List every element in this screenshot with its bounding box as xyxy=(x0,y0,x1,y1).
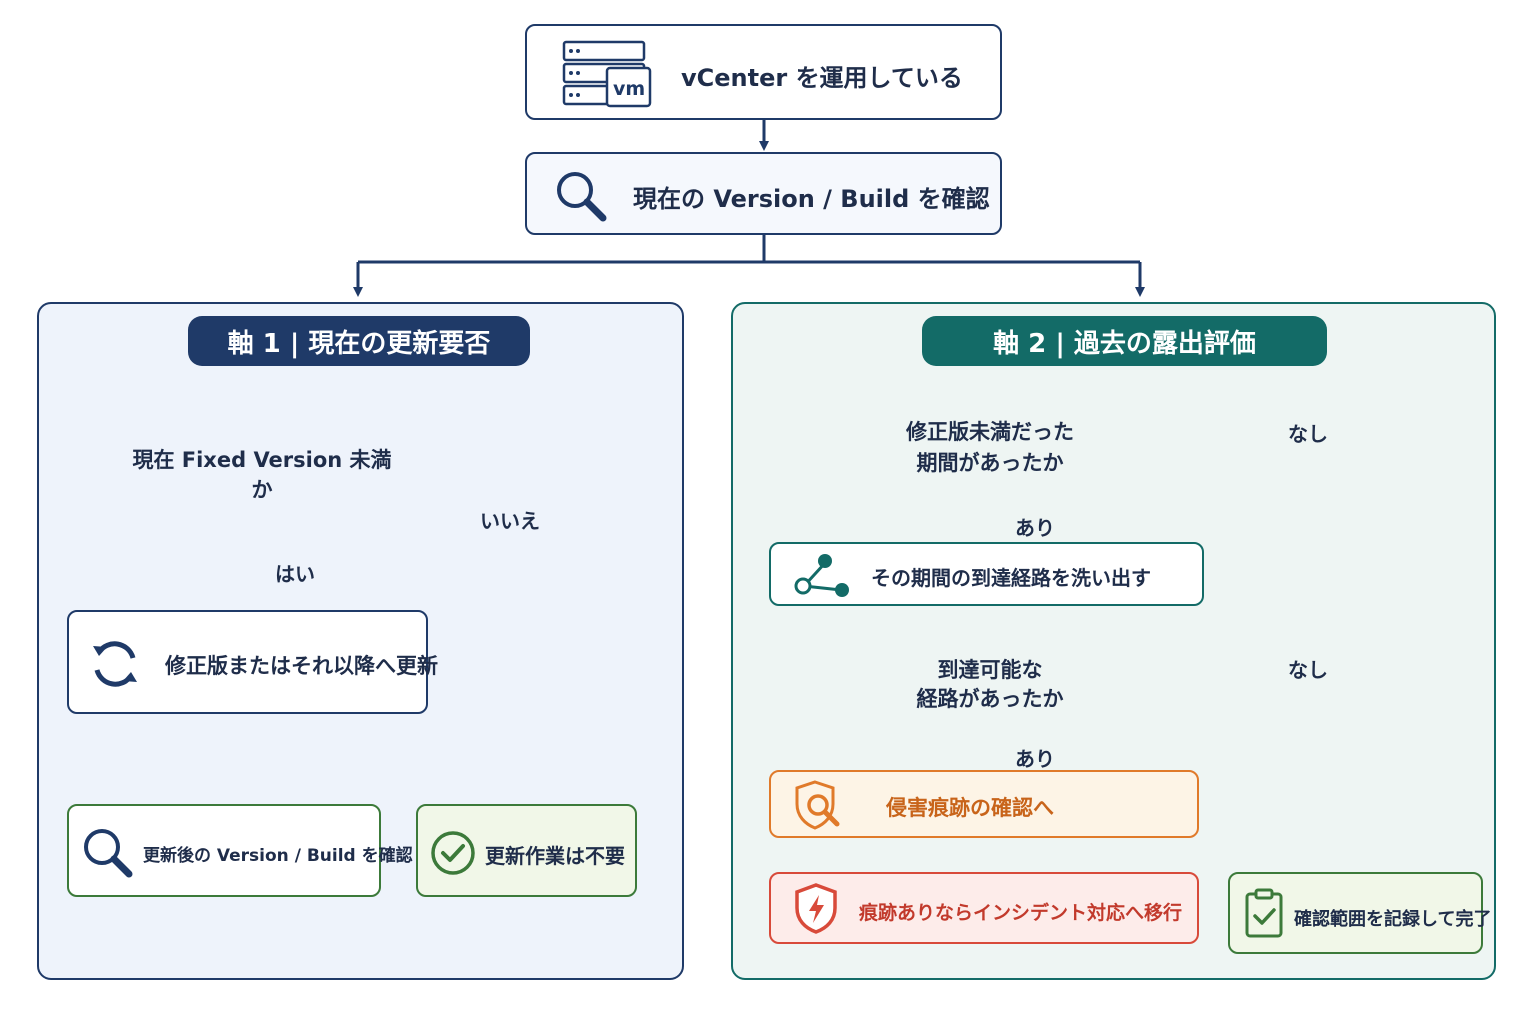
axis2-title: 軸 2 | 過去の露出評価 xyxy=(922,316,1327,366)
axis1-no-label: いいえ xyxy=(480,509,540,533)
axis2-period-label-line2: 期間があったか xyxy=(916,451,1064,475)
incident-box: 痕跡ありならインシデント対応へ移行 xyxy=(769,872,1199,944)
axis1-decision-label: 現在 Fixed Version 未満か xyxy=(132,448,392,502)
axis1-yes-label: はい xyxy=(275,562,315,586)
paths-label: その期間の到達経路を洗い出す xyxy=(871,566,1151,590)
axis2-reach-yes-label: あり xyxy=(1015,747,1055,771)
no-update-box: 更新作業は不要 xyxy=(416,804,637,897)
axis2-panel xyxy=(731,302,1496,980)
verify-after-box: 更新後の Version / Build を確認 xyxy=(67,804,413,897)
refresh-icon xyxy=(93,641,137,687)
clipboard-check-icon xyxy=(1245,888,1283,938)
axis2-reach-label-line1: 到達可能な xyxy=(937,658,1043,682)
paths-box: その期間の到達経路を洗い出す xyxy=(769,542,1204,606)
compromise-label: 侵害痕跡の確認へ xyxy=(886,796,1054,820)
shield-search-icon xyxy=(795,780,840,830)
check-version-box: 現在の Version / Build を確認 xyxy=(525,152,1002,235)
incident-label: 痕跡ありならインシデント対応へ移行 xyxy=(859,902,1183,924)
check-circle-icon xyxy=(431,831,475,875)
record-box: 確認範囲を記録して完了 xyxy=(1228,872,1491,954)
split-line xyxy=(358,235,1140,264)
axis2-reach-label-line2: 経路があったか xyxy=(916,687,1064,711)
axis2-reach-none-label: なし xyxy=(1288,658,1328,682)
verify-after-label: 更新後の Version / Build を確認 xyxy=(143,846,413,866)
server-vm-icon xyxy=(562,40,652,108)
update-box: 修正版またはそれ以降へ更新 xyxy=(67,610,438,714)
axis2-period-label-line1: 修正版未満だった xyxy=(906,420,1074,444)
start-label: vCenter を運用している xyxy=(681,64,963,92)
magnifier-icon xyxy=(557,172,607,222)
vm-badge-text: vm xyxy=(613,78,646,100)
share-nodes-icon xyxy=(794,554,849,597)
compromise-box: 侵害痕跡の確認へ xyxy=(769,770,1199,838)
start-box: vm vCenter を運用している xyxy=(525,24,1002,120)
axis1-title: 軸 1 | 現在の更新要否 xyxy=(188,316,530,366)
update-label: 修正版またはそれ以降へ更新 xyxy=(165,654,438,678)
shield-alert-icon xyxy=(795,883,837,934)
check-version-label: 現在の Version / Build を確認 xyxy=(633,185,990,213)
record-label: 確認範囲を記録して完了 xyxy=(1294,909,1492,930)
no-update-label: 更新作業は不要 xyxy=(485,844,625,868)
axis2-period-none-label: なし xyxy=(1288,422,1328,446)
axis2-period-yes-label: あり xyxy=(1015,516,1055,540)
magnifier-icon xyxy=(84,829,133,878)
